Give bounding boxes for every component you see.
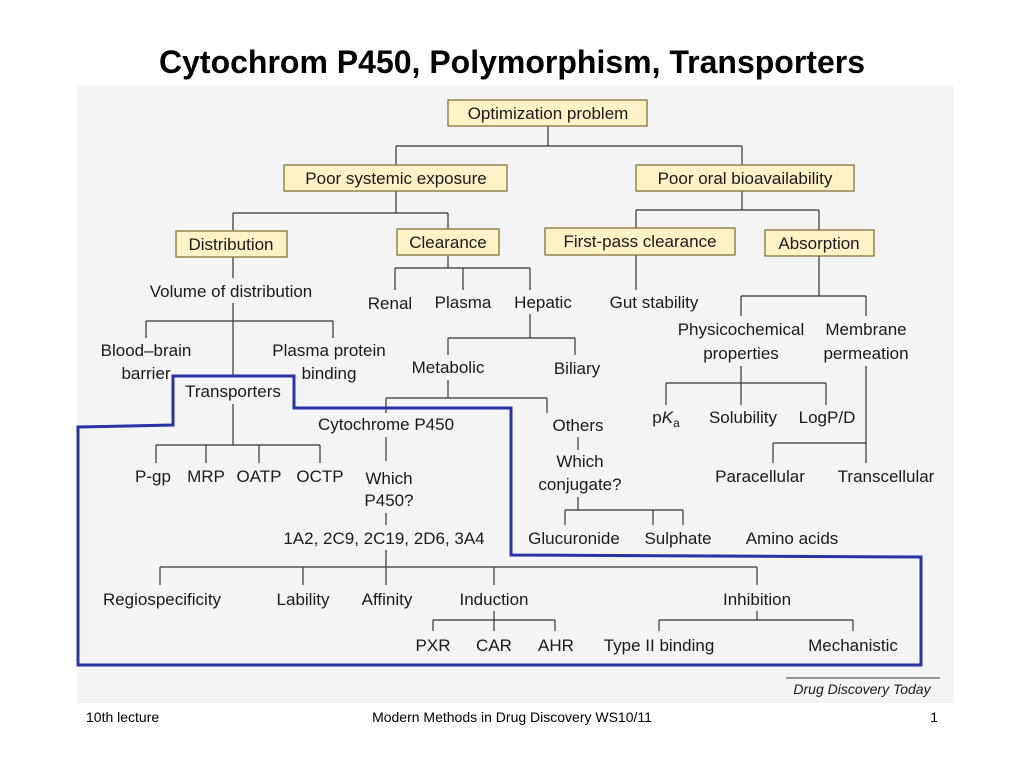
clearance-box: Clearance — [396, 228, 500, 256]
footer-lecture: 10th lecture — [86, 709, 160, 725]
optimization-problem-box: Optimization problem — [447, 99, 648, 127]
biliary-label: Biliary — [554, 359, 601, 378]
solubility-label: Solubility — [709, 408, 778, 427]
poor-oral-bioavailability-box: Poor oral bioavailability — [635, 164, 855, 192]
clearance-label: Clearance — [409, 233, 487, 252]
which-p450-label-line1: Which — [365, 469, 412, 488]
physicochemical-label-line1: Physicochemical — [678, 320, 805, 339]
which-p450-label-line2: P450? — [364, 491, 413, 510]
blood-brain-label-line1: Blood–brain — [101, 341, 192, 360]
absorption-label: Absorption — [778, 234, 859, 253]
regiospecificity-label: Regiospecificity — [103, 590, 222, 609]
physicochemical-label-line2: properties — [703, 344, 779, 363]
logpd-label: LogP/D — [799, 408, 856, 427]
first-pass-clearance-box: First-pass clearance — [544, 227, 736, 256]
car-label: CAR — [476, 636, 512, 655]
cytochrome-p450-label: Cytochrome P450 — [318, 415, 454, 434]
lability-label: Lability — [277, 590, 330, 609]
paracellular-label: Paracellular — [715, 467, 805, 486]
pka-label: pKa — [652, 408, 680, 430]
blood-brain-label-line2: barrier — [121, 364, 170, 383]
transcellular-label: Transcellular — [838, 467, 935, 486]
membrane-permeation-label-line1: Membrane — [825, 320, 906, 339]
poor-oral-bioavailability-label: Poor oral bioavailability — [658, 169, 833, 188]
which-conjugate-label-line2: conjugate? — [538, 475, 621, 494]
plasma-protein-label-line2: binding — [302, 364, 357, 383]
pxr-label: PXR — [416, 636, 451, 655]
glucuronide-label: Glucuronide — [528, 529, 620, 548]
which-conjugate-label-line1: Which — [556, 452, 603, 471]
hepatic-label: Hepatic — [514, 293, 572, 312]
source-credit: Drug Discovery Today — [793, 681, 931, 697]
p450-isoforms-label: 1A2, 2C9, 2C19, 2D6, 3A4 — [283, 529, 484, 548]
footer-course: Modern Methods in Drug Discovery WS10/11 — [372, 709, 652, 725]
inhibition-label: Inhibition — [723, 590, 791, 609]
sulphate-label: Sulphate — [644, 529, 711, 548]
mechanistic-label: Mechanistic — [808, 636, 898, 655]
gut-stability-label: Gut stability — [610, 293, 699, 312]
membrane-permeation-label-line2: permeation — [823, 344, 908, 363]
volume-of-distribution-label: Volume of distribution — [150, 282, 313, 301]
absorption-box: Absorption — [764, 229, 875, 257]
distribution-box: Distribution — [175, 230, 288, 258]
plasma-protein-label-line1: Plasma protein — [272, 341, 385, 360]
metabolic-label: Metabolic — [412, 358, 485, 377]
induction-label: Induction — [460, 590, 529, 609]
poor-systemic-exposure-box: Poor systemic exposure — [283, 164, 508, 192]
mrp-label: MRP — [187, 467, 225, 486]
optimization-problem-label: Optimization problem — [468, 104, 629, 123]
amino-acids-label: Amino acids — [746, 529, 839, 548]
first-pass-clearance-label: First-pass clearance — [563, 232, 716, 251]
plasma-label: Plasma — [435, 293, 492, 312]
pgp-label: P-gp — [135, 467, 171, 486]
affinity-label: Affinity — [362, 590, 413, 609]
renal-label: Renal — [368, 294, 412, 313]
slide-title: Cytochrom P450, Polymorphism, Transporte… — [159, 44, 865, 80]
poor-systemic-exposure-label: Poor systemic exposure — [305, 169, 486, 188]
type-ii-binding-label: Type II binding — [604, 636, 715, 655]
octp-label: OCTP — [296, 467, 343, 486]
connector-lines — [145, 126, 867, 631]
highlight-outline — [76, 374, 923, 667]
transporters-label: Transporters — [185, 382, 281, 401]
ahr-label: AHR — [538, 636, 574, 655]
distribution-label: Distribution — [188, 235, 273, 254]
oatp-label: OATP — [236, 467, 281, 486]
footer-page-number: 1 — [930, 709, 938, 725]
others-label: Others — [552, 416, 603, 435]
